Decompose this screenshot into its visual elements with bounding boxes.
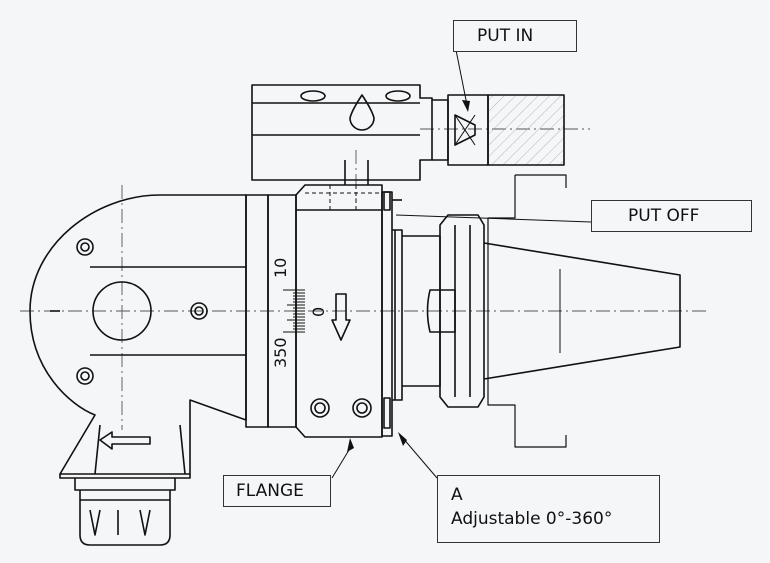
- label-note-a: A Adjustable 0°-360°: [437, 475, 660, 543]
- main-bore: [92, 281, 152, 341]
- rotating-body: [295, 184, 383, 438]
- scale-label-bottom: 350: [271, 337, 290, 368]
- scale-label-mid: 0: [309, 307, 328, 317]
- label-put-off: PUT OFF: [591, 200, 752, 232]
- label-flange: FLANGE: [223, 475, 331, 507]
- put-in-insert: [487, 94, 565, 166]
- center-lines: [20, 128, 710, 430]
- direction-arrow-down: [331, 293, 351, 341]
- direction-arrow-left: [99, 431, 151, 450]
- toolholder-outline: [487, 174, 567, 448]
- drive-disk: [439, 214, 485, 408]
- scale-label-top: 10: [271, 258, 290, 278]
- left-housing: [29, 194, 247, 475]
- drop-mark: [349, 94, 375, 131]
- taper-shank: [483, 242, 681, 380]
- label-put-in: PUT IN: [453, 20, 577, 52]
- note-a-title: A: [451, 485, 463, 505]
- collet-nut: [79, 490, 171, 546]
- degree-scale: [283, 289, 305, 333]
- note-a-text: Adjustable 0°-360°: [451, 509, 613, 529]
